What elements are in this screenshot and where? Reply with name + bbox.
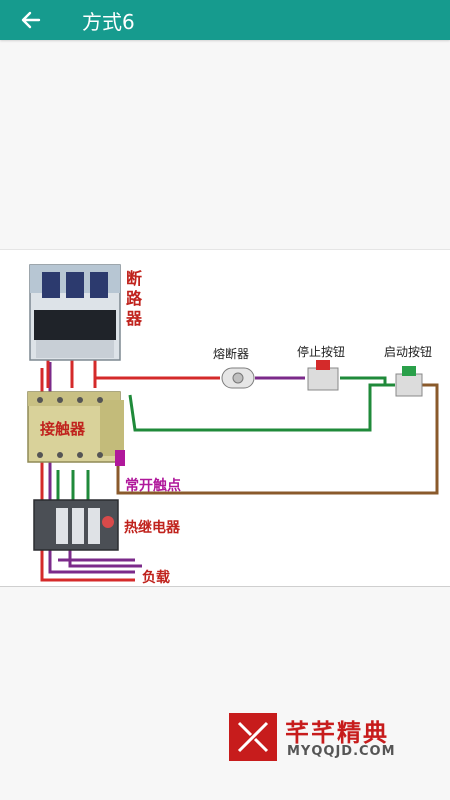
label-breaker-1: 断 xyxy=(126,269,142,288)
wiring-diagram: 断 路 器 熔断器 停止按钮 启动按钮 接触器 常开触点 热继电器 负载 xyxy=(27,264,439,586)
start-button-device xyxy=(395,366,423,397)
back-button[interactable] xyxy=(18,7,44,33)
label-breaker-2: 路 xyxy=(126,289,143,308)
thermal-relay xyxy=(33,499,119,551)
label-load: 负载 xyxy=(142,569,170,586)
watermark: 芊芊精典 MYQQJD.COM xyxy=(229,713,415,761)
wire-purple-3 xyxy=(68,550,135,568)
wire-red-top xyxy=(93,368,220,380)
arrow-back-icon xyxy=(21,11,41,29)
circuit-breaker xyxy=(29,264,121,361)
contactor xyxy=(27,391,125,466)
app-bar: 方式6 xyxy=(0,0,450,40)
wiring-diagram-image: 断 路 器 熔断器 停止按钮 启动按钮 接触器 常开触点 热继电器 负载 xyxy=(0,249,450,587)
wire-green-coil xyxy=(128,383,395,432)
watermark-text-cn: 芊芊精典 xyxy=(285,719,389,747)
label-fuse: 熔断器 xyxy=(213,346,249,361)
watermark-text-en: MYQQJD.COM xyxy=(287,744,396,759)
label-start-button: 启动按钮 xyxy=(384,344,432,359)
wire-brown xyxy=(116,383,439,495)
page-title: 方式6 xyxy=(82,9,135,34)
watermark-logo xyxy=(229,713,277,761)
fuse xyxy=(221,367,255,389)
label-stop-button: 停止按钮 xyxy=(297,344,345,359)
label-breaker-3: 器 xyxy=(125,309,143,328)
label-no-contact: 常开触点 xyxy=(125,477,181,494)
label-thermal-relay: 热继电器 xyxy=(124,519,181,536)
stop-button-device xyxy=(307,360,339,391)
label-contactor: 接触器 xyxy=(40,420,86,438)
wire-red-vertical xyxy=(46,358,97,388)
wire-green-top xyxy=(340,376,387,385)
